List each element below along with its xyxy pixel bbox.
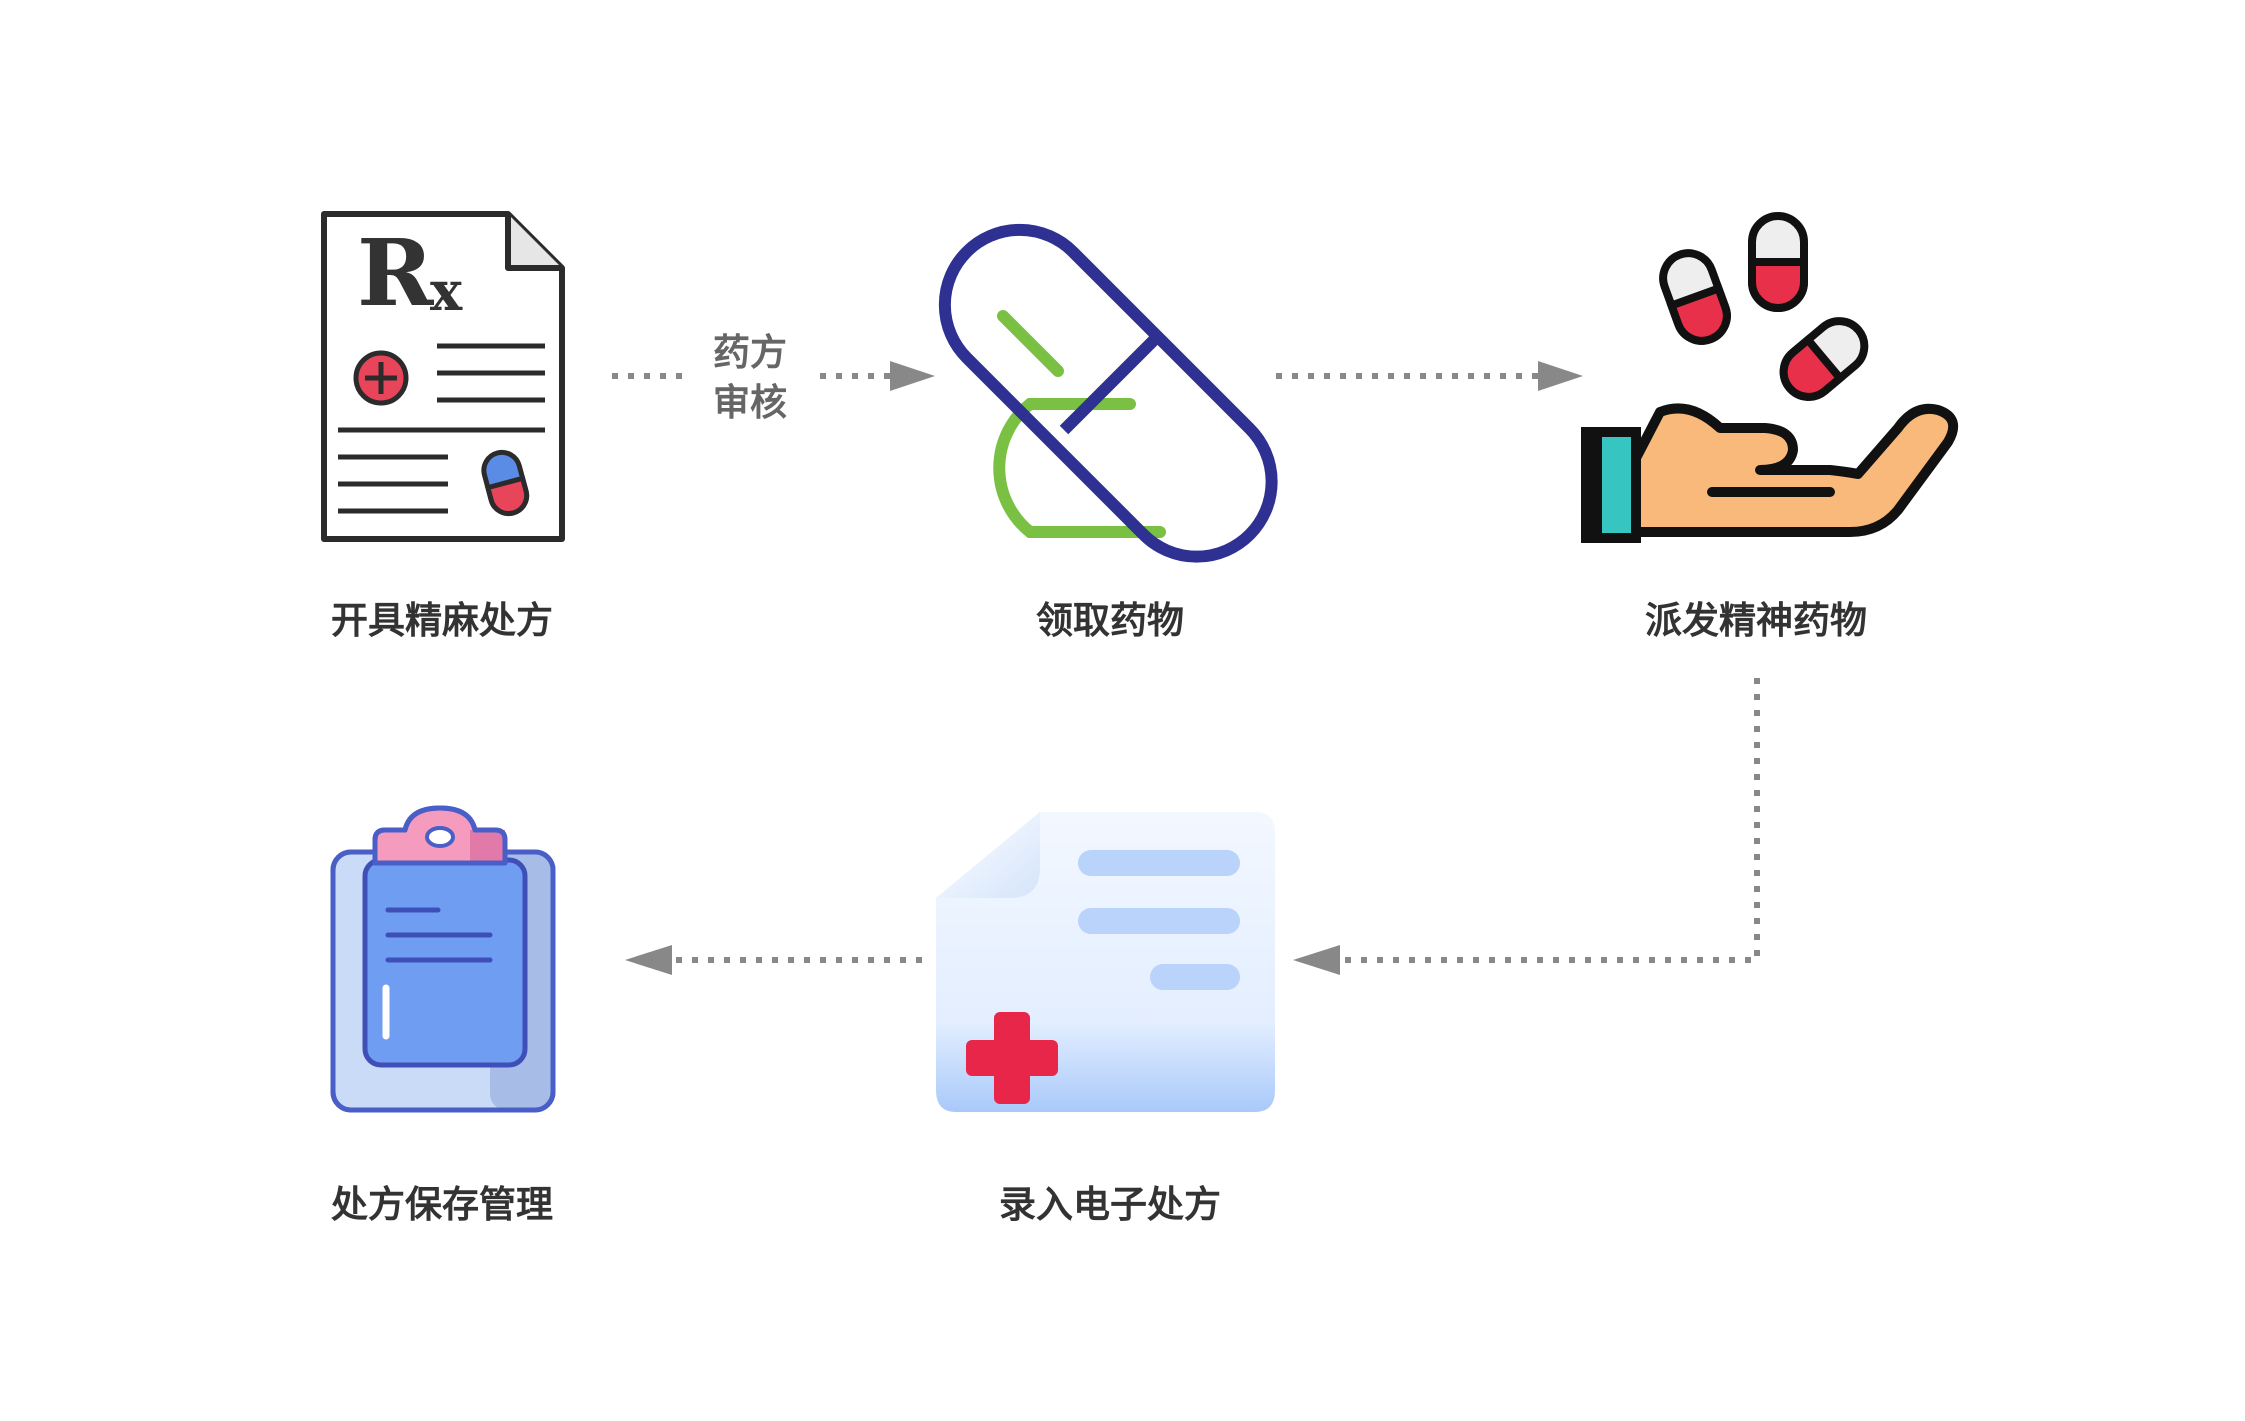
node-label-prescribe: 开具精麻处方 — [331, 599, 553, 642]
edge-collect-to-dispense — [1276, 361, 1583, 391]
edge-label-review: 药方 审核 — [690, 328, 810, 428]
arrowhead-icon — [625, 945, 672, 975]
prescription-rx-icon: R x — [321, 211, 565, 542]
arrowhead-icon — [890, 361, 935, 391]
pill-icon — [1659, 249, 1731, 345]
arrowhead-icon — [1293, 945, 1340, 975]
medical-document-icon — [936, 812, 1275, 1112]
pill-icon — [1748, 212, 1808, 312]
edge-record-to-archive — [625, 945, 922, 975]
red-cross-icon — [966, 1012, 1058, 1104]
node-label-collect: 领取药物 — [1036, 599, 1184, 642]
node-label-archive: 处方保存管理 — [331, 1183, 553, 1226]
pill-icon — [1779, 317, 1869, 401]
svg-text:x: x — [430, 259, 463, 323]
hand-pills-icon — [1581, 212, 1959, 543]
edge-label-line-2: 审核 — [713, 381, 787, 424]
clipboard-icon — [330, 805, 556, 1113]
svg-text:R: R — [357, 219, 434, 327]
capsule-icon — [938, 223, 1278, 563]
node-label-record: 录入电子处方 — [999, 1183, 1221, 1226]
pill-icon — [481, 449, 530, 517]
edge-prescribe-to-collect — [612, 361, 935, 391]
edge-label-line-1: 药方 — [713, 331, 787, 374]
edge-dispense-to-record — [1293, 678, 1760, 975]
arrowhead-icon — [1538, 361, 1583, 391]
node-label-dispense: 派发精神药物 — [1645, 599, 1867, 642]
